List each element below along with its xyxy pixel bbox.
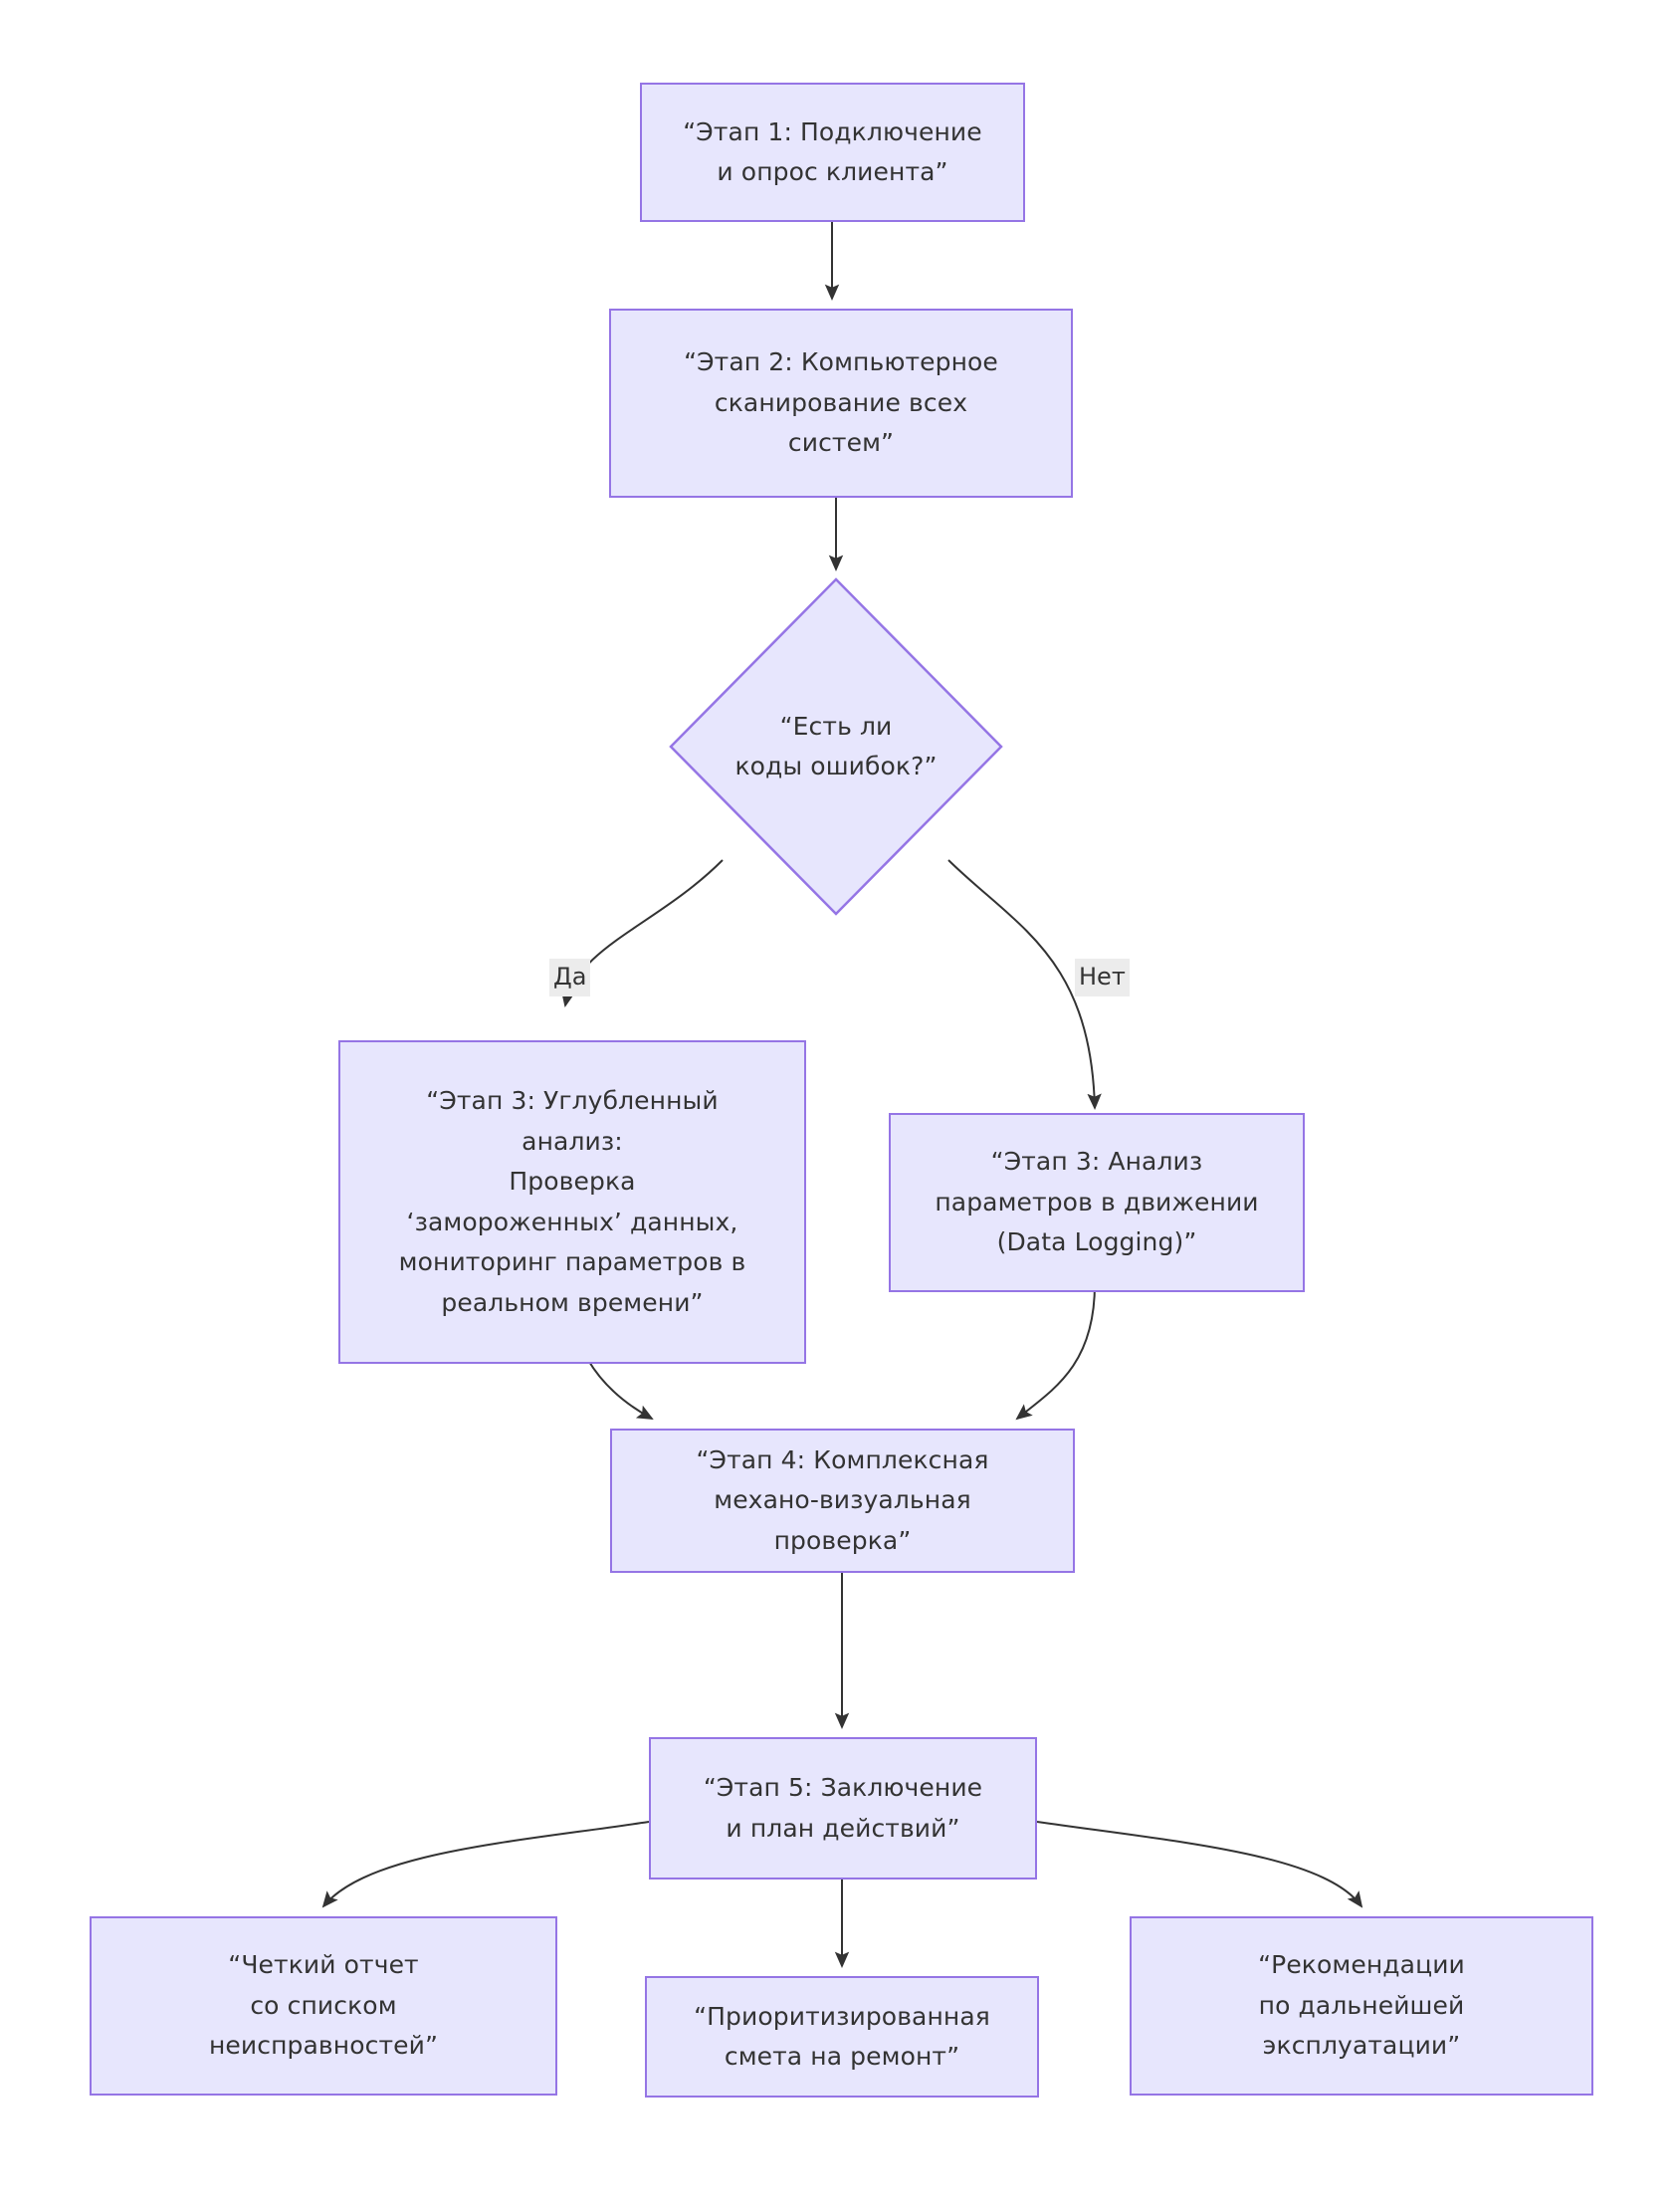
edge-stage3logging-stage4: [1015, 1283, 1096, 1421]
edge-stage5-outreport: [321, 1821, 650, 1908]
diamond-shape-icon: [669, 577, 1003, 916]
node-stage4[interactable]: “Этап 4: Комплексная механо-визуальная п…: [610, 1429, 1075, 1573]
node-decision-label: “Есть ли коды ошибок?”: [734, 711, 938, 781]
node-stage2[interactable]: “Этап 2: Компьютерное сканирование всех …: [609, 309, 1073, 498]
node-stage5[interactable]: “Этап 5: Заключение и план действий”: [649, 1737, 1037, 1880]
node-out-recommendations-label: “Рекомендации по дальнейшей эксплуатации…: [1258, 1950, 1465, 2061]
node-stage3-logging[interactable]: “Этап 3: Анализ параметров в движении (D…: [889, 1113, 1305, 1292]
node-decision[interactable]: “Есть ли коды ошибок?”: [669, 577, 1003, 916]
node-stage3-deep-label: “Этап 3: Углубленный анализ: Проверка ‘з…: [398, 1086, 746, 1317]
node-out-estimate[interactable]: “Приоритизированная смета на ремонт”: [645, 1976, 1039, 2098]
node-decision-label-wrap: “Есть ли коды ошибок?”: [669, 577, 1003, 916]
node-stage5-label: “Этап 5: Заключение и план действий”: [703, 1773, 983, 1843]
edge-label-da: Да: [549, 959, 591, 997]
edge-stage5-outrecommendations: [1036, 1821, 1363, 1908]
edge-label-net: Нет: [1075, 959, 1130, 997]
node-out-recommendations[interactable]: “Рекомендации по дальнейшей эксплуатации…: [1130, 1916, 1593, 2096]
edge-label-net-text: Нет: [1079, 963, 1126, 991]
node-stage3-logging-label: “Этап 3: Анализ параметров в движении (D…: [935, 1147, 1259, 1257]
node-stage1-label: “Этап 1: Подключение и опрос клиента”: [683, 116, 982, 187]
node-out-report-label: “Четкий отчет со списком неисправностей”: [208, 1950, 438, 2061]
node-stage2-label: “Этап 2: Компьютерное сканирование всех …: [684, 347, 998, 458]
node-stage3-deep[interactable]: “Этап 3: Углубленный анализ: Проверка ‘з…: [338, 1040, 806, 1364]
node-stage4-label: “Этап 4: Комплексная механо-визуальная п…: [696, 1444, 989, 1555]
node-out-estimate-label: “Приоритизированная смета на ремонт”: [694, 2001, 990, 2072]
edge-label-da-text: Да: [553, 963, 587, 991]
node-stage1[interactable]: “Этап 1: Подключение и опрос клиента”: [640, 83, 1025, 222]
node-out-report[interactable]: “Четкий отчет со списком неисправностей”: [90, 1916, 557, 2096]
